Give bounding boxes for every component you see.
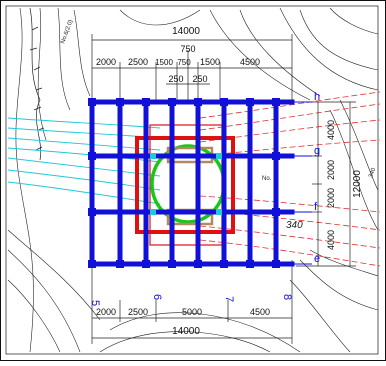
contour-label-340: 340	[286, 220, 303, 231]
dim-bottom-seg-2: 5000	[182, 307, 202, 317]
terrain-contours	[7, 7, 379, 353]
dim-top-seg-3: 750	[177, 58, 191, 67]
cyan-markers	[150, 153, 222, 215]
dim-bottom-seg-3: 4500	[250, 307, 270, 317]
dim-right-seg-3: 4000	[326, 230, 336, 250]
dim-top-250b: 250	[192, 74, 207, 84]
contour-label-340-right: 340	[368, 167, 377, 179]
dim-top-seg-0: 2000	[96, 57, 116, 67]
pile-grid	[89, 99, 295, 267]
dim-bottom-total: 14000	[172, 326, 200, 337]
dim-top-seg-4: 1500	[200, 57, 220, 67]
dim-top-250a: 250	[168, 74, 183, 84]
dim-top-seg-1: 2500	[128, 57, 148, 67]
dim-top-750: 750	[180, 44, 195, 54]
dim-lines-right	[296, 101, 356, 267]
pier-outline	[135, 136, 235, 234]
grid-col-6: 6	[151, 294, 163, 300]
dim-bottom-seg-0: 2000	[96, 307, 116, 317]
dim-top-total: 14000	[172, 26, 200, 37]
grid-label-e: e	[314, 253, 320, 265]
dim-lines-bottom	[91, 260, 293, 344]
dim-bottom-seg-1: 2500	[128, 307, 148, 317]
frame	[5, 5, 379, 355]
pile-nodes	[88, 98, 280, 268]
dim-top-seg-2: 1500	[155, 58, 173, 67]
grid-label-h: h	[314, 91, 320, 103]
dim-right-seg-2: 2000	[326, 188, 336, 208]
dim-right-total: 12000	[352, 170, 363, 198]
dim-right-seg-1: 2000	[326, 160, 336, 180]
cyan-contours	[7, 117, 161, 205]
grid-label-g: g	[314, 145, 320, 157]
grid-leaders	[292, 101, 312, 265]
dim-lines-top	[91, 34, 293, 104]
dim-top-seg-5: 4500	[240, 57, 260, 67]
grid-col-5: 5	[89, 300, 101, 306]
grid-col-8: 8	[281, 294, 293, 300]
grid-col-7: 7	[223, 296, 235, 302]
dim-right-seg-0: 4000	[326, 120, 336, 140]
contour-label-no: No.	[262, 176, 272, 182]
grid-label-f: f	[314, 201, 318, 213]
cliff-hatch	[29, 7, 45, 161]
